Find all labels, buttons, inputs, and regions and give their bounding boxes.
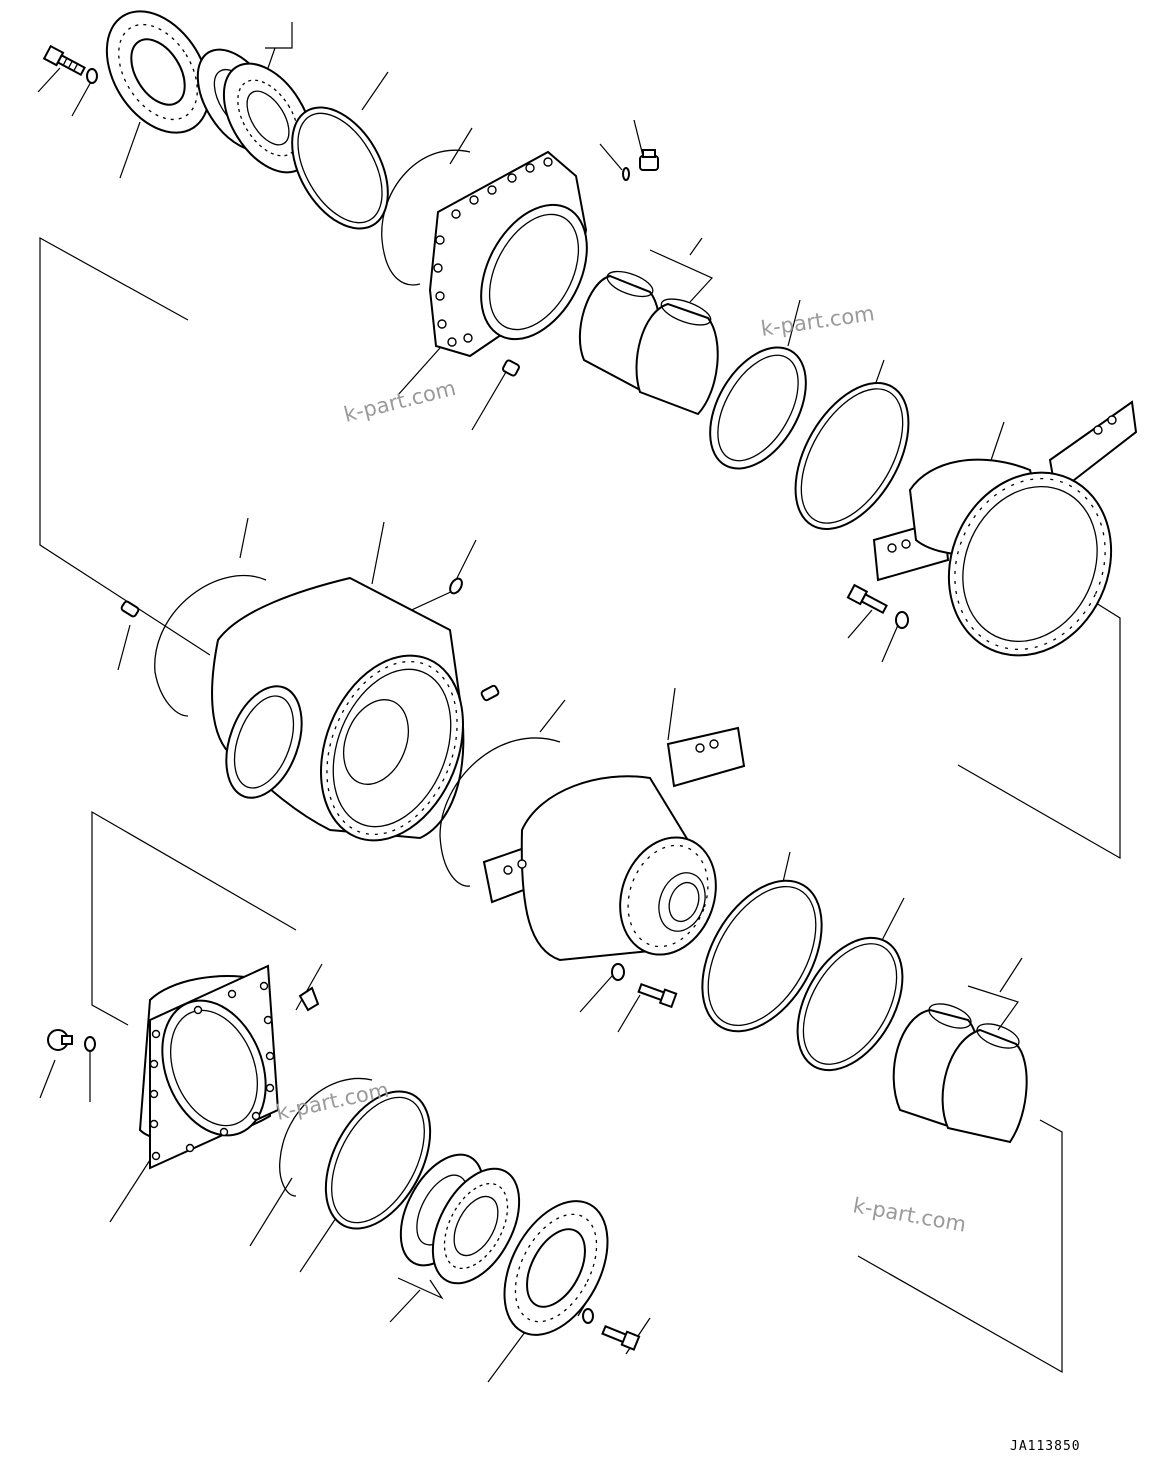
snap-ring-bottom xyxy=(279,1077,373,1197)
o-ring-small-top xyxy=(622,167,630,181)
watermark-2: k-part.com xyxy=(341,376,458,427)
bolt-bottom xyxy=(601,1324,641,1351)
dowel-pin-left xyxy=(120,600,140,618)
right-carrier xyxy=(872,400,1138,657)
bolt-right xyxy=(846,583,888,615)
watermark-4: k-part.com xyxy=(851,1193,968,1236)
center-carrier xyxy=(482,726,746,962)
plug-top xyxy=(639,149,659,171)
seal-ring-right xyxy=(794,382,910,530)
leader-lines xyxy=(37,22,1121,1383)
o-ring-housing xyxy=(449,577,463,595)
bearing-disks-bottom xyxy=(399,1153,521,1285)
plug-bottom-left xyxy=(47,1029,73,1051)
thrust-plate-bottom xyxy=(503,1200,609,1336)
ring-bottom xyxy=(324,1090,432,1230)
main-housing xyxy=(211,576,465,842)
o-ring-bottom-left xyxy=(84,1036,96,1052)
seal-ring-center xyxy=(701,879,823,1033)
washer-right xyxy=(895,611,909,629)
washer-bottom xyxy=(582,1308,594,1324)
plug-small xyxy=(502,359,520,377)
top-flange-housing xyxy=(428,150,588,358)
bolt-center xyxy=(637,982,678,1009)
drawing-code: JA113850 xyxy=(1010,1439,1081,1454)
bushing-pair-bottom xyxy=(892,1003,1028,1144)
washer-center xyxy=(611,963,625,981)
bearing-disks-top xyxy=(196,48,314,174)
ring-top xyxy=(291,106,389,230)
bolt-top-left xyxy=(42,44,86,77)
bushing-pair-top xyxy=(578,270,719,416)
ring-center-right xyxy=(796,936,904,1072)
snap-ring-middle xyxy=(439,737,561,887)
bottom-flange xyxy=(138,964,280,1170)
seal-ring-mid xyxy=(709,346,807,470)
dowel-pin-right xyxy=(480,684,500,702)
washer-top-left xyxy=(86,68,98,84)
plug-bottom-top xyxy=(298,986,320,1012)
snap-ring-top xyxy=(381,149,471,286)
snap-ring-left xyxy=(154,574,267,717)
watermark-1: k-part.com xyxy=(759,301,876,341)
thrust-plate-top xyxy=(105,10,211,134)
